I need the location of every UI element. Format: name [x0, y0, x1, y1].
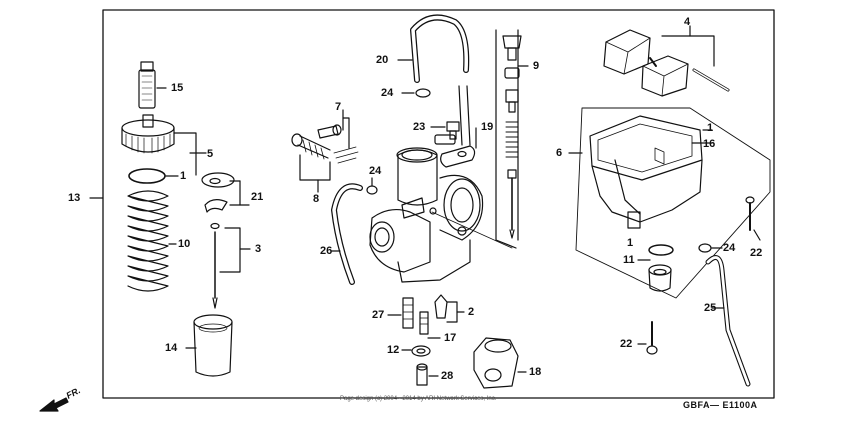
part-4-float — [603, 25, 730, 97]
part-5-top-cap — [121, 114, 207, 176]
part-label-7: 7 — [335, 101, 342, 113]
part-label-22-lower: 22 — [620, 338, 633, 350]
copyright-text: Page design (c) 2004 - 2014 by ARI Netwo… — [340, 396, 497, 402]
part-label-24-top: 24 — [381, 87, 394, 99]
carburetor-body — [369, 147, 484, 283]
part-21-plate — [201, 172, 250, 213]
part-7-adjust-screw — [317, 109, 359, 164]
part-label-12: 12 — [387, 344, 400, 356]
part-2-jets — [419, 294, 465, 335]
part-24-clip-mid — [366, 177, 378, 195]
part-label-19: 19 — [481, 121, 494, 133]
part-28-screw — [416, 363, 439, 386]
part-27-jet-holder — [387, 297, 414, 329]
part-8-idle-screw — [291, 133, 331, 193]
part-label-18: 18 — [529, 366, 542, 378]
part-label-1-right: 1 — [707, 122, 714, 134]
part-label-27: 27 — [372, 309, 385, 321]
part-22-screw-right — [745, 196, 761, 241]
part-label-16: 16 — [703, 138, 716, 150]
part-label-11: 11 — [623, 254, 635, 266]
part-label-5: 5 — [207, 148, 214, 160]
part-label-20: 20 — [376, 54, 389, 66]
part-1-o-ring — [128, 168, 166, 184]
part-10-spring — [127, 190, 177, 292]
bracket-6 — [575, 107, 771, 299]
part-label-6: 6 — [556, 147, 563, 159]
part-12-nut — [401, 345, 431, 357]
part-25-drain-tube — [705, 255, 751, 387]
part-14-throttle-valve — [185, 314, 233, 377]
part-label-1-lower: 1 — [627, 237, 634, 249]
part-3-jet-needle — [210, 222, 251, 309]
part-label-10: 10 — [178, 238, 191, 250]
part-label-15: 15 — [171, 82, 184, 94]
part-label-21: 21 — [251, 191, 264, 203]
part-label-3: 3 — [255, 243, 262, 255]
part-label-24-mid: 24 — [369, 165, 382, 177]
part-label-25: 25 — [704, 302, 717, 314]
part-18-cover — [473, 337, 527, 389]
part-label-8: 8 — [313, 193, 320, 205]
float-chamber — [589, 115, 713, 229]
diagram-frame — [102, 9, 775, 399]
part-label-13: 13 — [68, 192, 81, 204]
part-label-14: 14 — [165, 342, 178, 354]
part-label-2: 2 — [468, 306, 475, 318]
part-label-23: 23 — [413, 121, 426, 133]
part-19-plate — [440, 127, 477, 168]
part-22-screw-lower — [637, 321, 658, 355]
front-arrow-icon — [39, 397, 69, 412]
part-26-hose — [331, 183, 363, 285]
part-label-4: 4 — [684, 16, 691, 28]
part-label-22-right: 22 — [750, 247, 763, 259]
part-11-drain-plug — [637, 259, 672, 292]
part-label-28: 28 — [441, 370, 454, 382]
part-label-26: 26 — [320, 245, 333, 257]
part-label-24-right: 24 — [723, 242, 736, 254]
part-24-clip-right — [698, 243, 723, 253]
part-1-o-ring-lower — [648, 244, 674, 256]
part-20-vent-tube — [397, 14, 470, 83]
part-9-jet-column — [495, 29, 529, 249]
part-24-clip-top — [401, 88, 431, 98]
part-label-17: 17 — [444, 332, 457, 344]
part-label-9: 9 — [533, 60, 540, 72]
part-15-filter — [138, 61, 167, 109]
diagram-code: GBFA— E1100A — [683, 400, 758, 410]
part-label-1-left: 1 — [180, 170, 187, 182]
